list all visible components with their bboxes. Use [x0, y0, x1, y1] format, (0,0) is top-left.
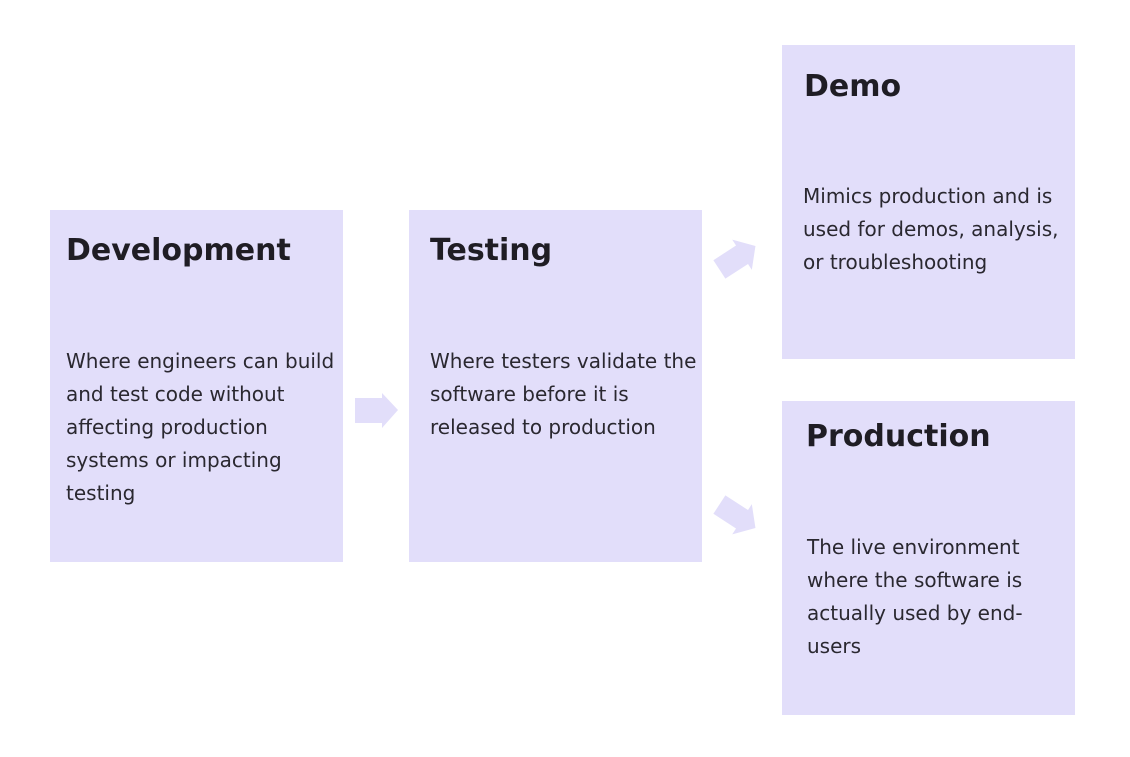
testing-box: Testing Where testers validate the softw… — [409, 210, 702, 562]
arrow-up-right-icon — [713, 239, 756, 279]
development-box: Development Where engineers can build an… — [50, 210, 343, 562]
development-title: Development — [66, 233, 291, 268]
production-title: Production — [806, 419, 991, 454]
testing-description: Where testers validate the software befo… — [430, 349, 697, 439]
demo-box: Demo Mimics production and is used for d… — [782, 45, 1075, 359]
production-description: The live environment where the software … — [807, 535, 1023, 658]
demo-title: Demo — [804, 69, 902, 104]
production-box: Production The live environment where th… — [782, 401, 1075, 715]
testing-title: Testing — [430, 233, 553, 268]
arrow-down-right-icon — [713, 495, 756, 535]
development-description: Where engineers can build and test code … — [66, 349, 335, 505]
demo-description: Mimics production and is used for demos,… — [803, 184, 1059, 274]
arrow-right-icon — [355, 393, 398, 428]
